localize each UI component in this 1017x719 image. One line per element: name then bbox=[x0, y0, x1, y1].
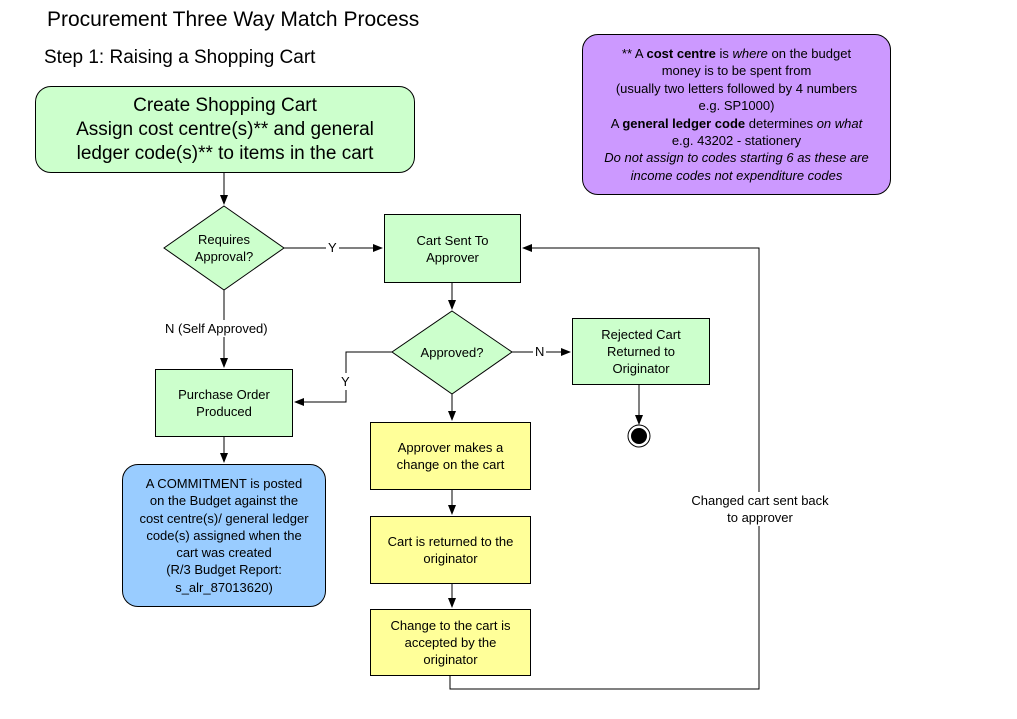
edge-label-changed-back: Changed cart sent back to approver bbox=[680, 492, 840, 526]
approver-change-line1: Approver makes a bbox=[397, 440, 504, 455]
commitment-line1: A COMMITMENT is posted bbox=[145, 475, 303, 491]
requires-approval-line2: Approval? bbox=[194, 249, 254, 264]
note-line7: Do not assign to codes starting 6 as the… bbox=[604, 150, 869, 166]
approver-change-node: Approver makes a change on the cart bbox=[370, 422, 531, 490]
edge-label-yes2: Y bbox=[340, 373, 351, 390]
cart-returned-line2: originator bbox=[423, 551, 478, 566]
note-line8: income codes not expenditure codes bbox=[630, 167, 843, 183]
note-line3: (usually two letters followed by 4 numbe… bbox=[615, 80, 858, 96]
note-line2: money is to be spent from bbox=[661, 63, 812, 79]
edge-label-no2: N bbox=[533, 343, 547, 360]
note-line4: e.g. SP1000) bbox=[698, 98, 775, 114]
cart-sent-line1: Cart Sent To bbox=[416, 232, 489, 248]
cart-sent-node: Cart Sent To Approver bbox=[384, 214, 521, 283]
rejected-node: Rejected Cart Returned to Originator bbox=[572, 318, 710, 385]
create-cart-line1: Create Shopping Cart bbox=[133, 94, 317, 116]
changed-back-line1: Changed cart sent back bbox=[691, 493, 829, 508]
commitment-line7: s_alr_87013620) bbox=[175, 579, 273, 595]
note-line5: A general ledger code determines on what bbox=[610, 115, 863, 131]
requires-approval-line1: Requires bbox=[197, 232, 251, 247]
po-line1: Purchase Order bbox=[178, 387, 270, 402]
note-line1: ** A cost centre is where on the budget bbox=[621, 46, 852, 61]
purchase-order-node: Purchase Order Produced bbox=[155, 369, 293, 437]
create-cart-line2: Assign cost centre(s)** and general bbox=[76, 118, 374, 140]
commitment-line3: cost centre(s)/ general ledger bbox=[139, 510, 309, 526]
changed-back-line2: to approver bbox=[727, 510, 793, 525]
diagram-title: Procurement Three Way Match Process bbox=[47, 8, 420, 31]
change-accepted-line1: Change to the cart is bbox=[390, 618, 511, 633]
commitment-node: A COMMITMENT is posted on the Budget aga… bbox=[122, 464, 326, 607]
commitment-line4: code(s) assigned when the bbox=[146, 527, 302, 543]
edge-label-yes1: Y bbox=[326, 239, 339, 256]
change-accepted-node: Change to the cart is accepted by the or… bbox=[370, 609, 531, 676]
edge-accepted-loopback bbox=[449, 244, 760, 690]
edge-label-no-self: N (Self Approved) bbox=[165, 320, 268, 337]
approved-label: Approved? bbox=[420, 344, 484, 360]
rejected-line2: Returned to bbox=[607, 344, 675, 359]
commitment-line5: cart was created bbox=[176, 545, 272, 561]
cart-sent-line2: Approver bbox=[426, 249, 479, 265]
note-line6: e.g. 43202 - stationery bbox=[671, 133, 802, 149]
cart-returned-line1: Cart is returned to the bbox=[387, 534, 514, 549]
rejected-line3: Originator bbox=[612, 361, 670, 376]
definitions-note: ** A cost centre is where on the budget … bbox=[582, 34, 891, 195]
create-cart-line3: ledger code(s)** to items in the cart bbox=[76, 142, 374, 164]
po-line2: Produced bbox=[196, 404, 252, 419]
commitment-line6: (R/3 Budget Report: bbox=[166, 562, 282, 578]
approver-change-line2: change on the cart bbox=[396, 457, 505, 472]
diagram-subtitle: Step 1: Raising a Shopping Cart bbox=[44, 47, 316, 68]
commitment-line2: on the Budget against the bbox=[149, 493, 299, 509]
requires-approval-label: Requires Approval? bbox=[174, 228, 274, 268]
change-accepted-line3: originator bbox=[423, 652, 478, 667]
change-accepted-line2: accepted by the bbox=[404, 635, 497, 650]
create-cart-node: Create Shopping Cart Assign cost centre(… bbox=[35, 86, 415, 173]
rejected-line1: Rejected Cart bbox=[601, 327, 681, 342]
cart-returned-node: Cart is returned to the originator bbox=[370, 516, 531, 584]
